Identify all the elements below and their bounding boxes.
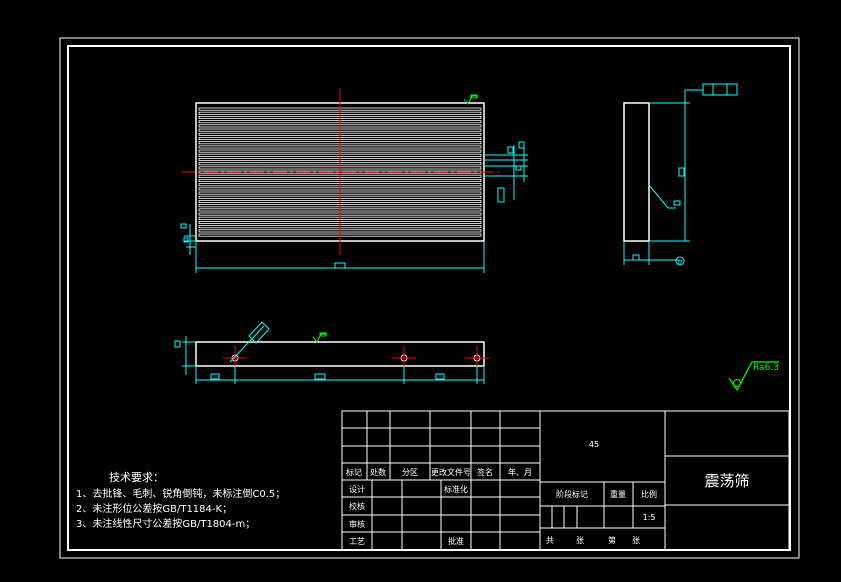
roughness-value: Ra6.3: [753, 363, 779, 373]
label-review: 审核: [349, 519, 365, 529]
label-scale: 比例: [641, 489, 657, 499]
label-signature: 签名: [477, 467, 493, 477]
front-right-dimensions: [484, 141, 528, 203]
bar-outline: [195, 341, 485, 367]
label-stage: 阶段标记: [556, 489, 588, 499]
tech-item-3: 3、未注线性尺寸公差按GB/T1804-m；: [76, 517, 255, 530]
label-count: 处数: [370, 467, 386, 477]
front-width-dimension: [195, 241, 485, 273]
label-process: 工艺: [349, 537, 365, 546]
material-value: 45: [589, 440, 599, 449]
label-sheet-unit-2: 张: [632, 536, 640, 545]
technical-requirements: 技术要求： 1、去批锋、毛刺、锐角倒钝，未标注倒C0.5； 2、未注形位公差按G…: [76, 471, 285, 530]
label-standardize: 标准化: [444, 484, 468, 494]
tech-heading: 技术要求：: [109, 471, 164, 484]
label-design: 设计: [349, 484, 365, 494]
label-sheet-unit-1: 张: [576, 536, 584, 545]
part-name: 震荡筛: [704, 472, 749, 490]
bottom-view: [174, 321, 489, 384]
side-outline: [623, 102, 650, 242]
datum-marker: D: [678, 259, 683, 266]
front-roughness-mark: [463, 94, 478, 105]
label-sheet-total: 共: [546, 536, 554, 545]
label-weight: 重量: [610, 489, 626, 499]
label-date: 年、月: [508, 467, 532, 477]
tech-item-1: 1、去批锋、毛刺、锐角倒钝，未标注倒C0.5；: [76, 487, 285, 500]
label-mark: 标记: [346, 467, 362, 477]
label-approve: 批准: [448, 536, 464, 546]
scale-value: 1:5: [643, 513, 656, 522]
bar-dimensions: [174, 321, 485, 384]
label-check: 校核: [349, 501, 365, 511]
side-view: D: [623, 83, 738, 266]
front-view: [180, 88, 528, 273]
front-left-dimensions: [180, 223, 196, 255]
label-change-doc: 更改文件号: [431, 467, 471, 477]
title-block: 标记 处数 分区 更改文件号 签名 年、月 设计 校核 审核 工艺 标准化 批准…: [341, 410, 790, 551]
general-roughness-symbol: Ra6.3: [728, 361, 779, 392]
label-sheet: 第: [608, 535, 616, 545]
label-zone: 分区: [402, 468, 418, 477]
tech-item-2: 2、未注形位公差按GB/T1184-K；: [76, 502, 232, 515]
side-dimensions: [623, 83, 738, 266]
bar-roughness-mark: [312, 332, 327, 343]
